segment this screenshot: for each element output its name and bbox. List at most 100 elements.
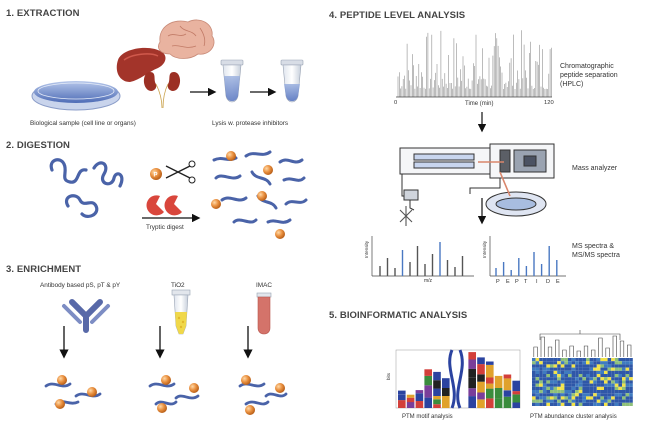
heatmap-cell <box>614 390 619 394</box>
heatmap-cell <box>596 374 601 378</box>
heatmap-cell <box>604 380 608 384</box>
heatmap-cell <box>564 386 568 390</box>
protein-strand-2 <box>92 161 124 188</box>
heatmap-cell <box>604 396 608 400</box>
heatmap-cell <box>586 380 590 384</box>
heatmap-cell <box>607 358 612 362</box>
heatmap-cell <box>550 396 554 400</box>
logo-letter <box>415 393 424 401</box>
heatmap-cell <box>611 374 615 378</box>
heatmap-cell <box>542 380 547 384</box>
heatmap-cell <box>625 383 630 387</box>
heatmap-cell <box>571 367 576 371</box>
heatmap-cell <box>564 367 568 371</box>
heatmap-cell <box>564 380 568 384</box>
heatmap-cell <box>532 396 536 400</box>
heatmap-cell <box>575 374 579 378</box>
heatmap-cell <box>582 367 586 371</box>
logo-letter <box>406 394 415 398</box>
heatmap-cell <box>586 367 590 371</box>
heatmap-cell <box>589 358 594 362</box>
heatmap-cell <box>539 370 543 374</box>
heatmap-cell <box>568 399 572 403</box>
heatmap-cell <box>604 402 608 406</box>
heatmap-cell <box>607 380 612 384</box>
dendrogram-branch <box>605 347 610 357</box>
tio2-method-label: TiO2 <box>171 282 185 289</box>
heatmap-cell <box>593 361 597 365</box>
ms-spectrum <box>371 236 474 277</box>
heatmap-cell <box>611 399 615 403</box>
heatmap-cell <box>535 367 540 371</box>
heatmap-cell <box>629 374 633 378</box>
heatmap-cell <box>568 374 572 378</box>
sequence-logo <box>395 349 521 409</box>
heatmap-cell <box>593 374 597 378</box>
heatmap-cell <box>582 396 586 400</box>
heatmap-cell <box>618 374 622 378</box>
heatmap-cell <box>557 399 561 403</box>
heatmap-cell <box>578 361 583 365</box>
heatmap-cell <box>578 396 583 400</box>
dendrogram-branch <box>591 349 596 357</box>
heatmap-cell <box>560 396 565 400</box>
heatmap-cell <box>589 396 594 400</box>
heatmap-cell <box>557 393 561 397</box>
heatmap-cell <box>614 358 619 362</box>
heatmap-cell <box>578 364 583 368</box>
heatmap-cell <box>600 396 604 400</box>
heatmap-cell <box>618 377 622 381</box>
heatmap-cell <box>542 386 547 390</box>
heatmap-cell <box>600 361 604 365</box>
heatmap-cell <box>596 396 601 400</box>
heatmap-cell <box>604 370 608 374</box>
heatmap-cell <box>560 374 565 378</box>
heatmap-cell <box>586 361 590 365</box>
heatmap-cell <box>614 380 619 384</box>
kidney-icon <box>143 72 181 109</box>
heatmap-cell <box>629 380 633 384</box>
time-end-tick: 120 <box>544 100 554 106</box>
chrom-label-line-1: Chromatographic <box>560 63 614 70</box>
heatmap-cell <box>589 399 594 403</box>
heatmap-cell <box>611 390 615 394</box>
heatmap-cell <box>575 386 579 390</box>
heatmap-cell <box>542 399 547 403</box>
heatmap-cell <box>611 393 615 397</box>
heatmap-cell <box>593 383 597 387</box>
heatmap-cell <box>589 361 594 365</box>
dendrogram-branch <box>583 345 589 357</box>
mz-axis-label: m/z <box>424 278 433 284</box>
heatmap-cell <box>629 390 633 394</box>
heatmap-cell <box>622 358 626 362</box>
heatmap-cell <box>571 370 576 374</box>
logo-letter <box>424 397 432 408</box>
heatmap-cell <box>622 374 626 378</box>
heatmap-cell <box>618 380 622 384</box>
logo-letter <box>424 385 432 398</box>
heatmap-cell <box>560 402 565 406</box>
heatmap-cell <box>546 364 550 368</box>
dendrogram-branch <box>627 344 632 357</box>
heatmap-cell <box>604 377 608 381</box>
heatmap-cell <box>600 370 604 374</box>
heatmap-cell <box>600 386 604 390</box>
section-title-peptide-analysis: 4. PEPTIDE LEVEL ANALYSIS <box>329 10 466 21</box>
liver-icon <box>116 47 166 82</box>
logo-letter <box>398 400 406 408</box>
heatmap-cell <box>622 402 626 406</box>
dendrogram-branch <box>555 339 560 357</box>
heatmap-cell <box>535 402 540 406</box>
heatmap-cell <box>622 399 626 403</box>
logo-letter <box>477 364 485 375</box>
heatmap-cell <box>546 377 550 381</box>
heatmap-cell <box>542 393 547 397</box>
heatmap-cell <box>618 361 622 365</box>
seq-letter-1: P <box>496 279 500 285</box>
phospho-sites-digestion <box>211 151 285 239</box>
heatmap-cell <box>589 380 594 384</box>
heatmap-cell <box>571 396 576 400</box>
heatmap-cell <box>560 393 565 397</box>
heatmap-cell <box>535 383 540 387</box>
heatmap-cell <box>618 390 622 394</box>
